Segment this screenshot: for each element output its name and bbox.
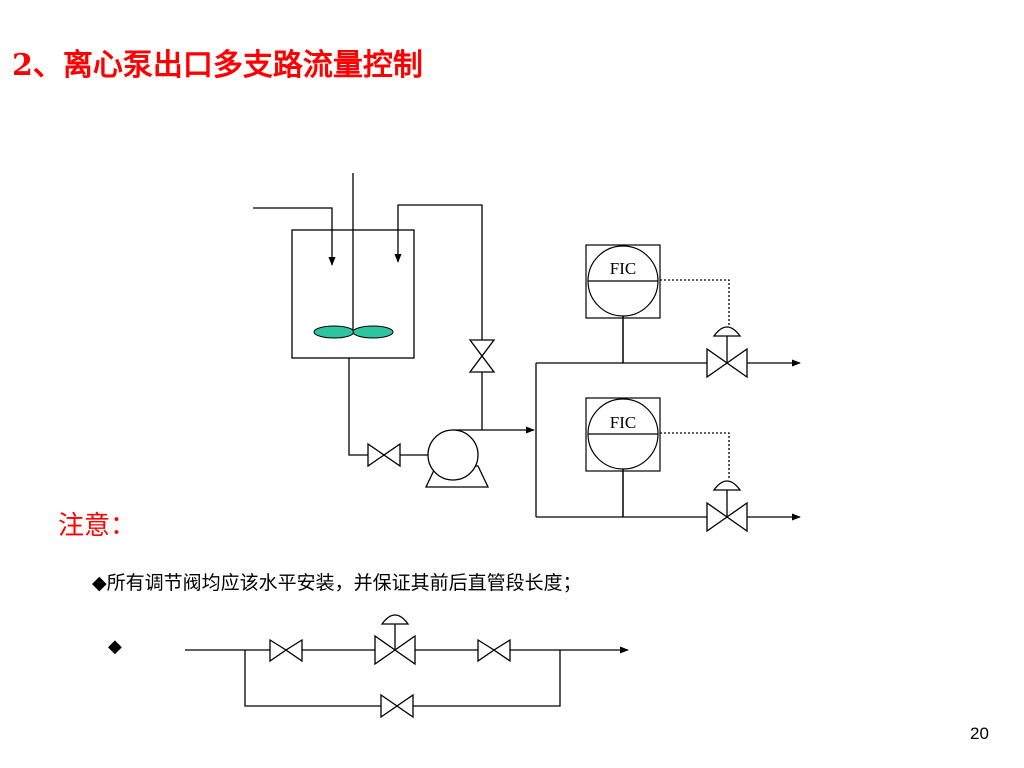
centrifugal-pump <box>424 429 490 488</box>
suction-valve <box>367 442 401 468</box>
recycle-valve <box>468 339 496 373</box>
tank-outlet-line <box>348 358 432 456</box>
bullet-symbol-2: ◆ <box>108 636 122 657</box>
slide-title: 2、离心泵出口多支路流量控制 <box>12 48 423 83</box>
bullet-text: 所有调节阀均应该水平安装，并保证其前后直管段长度； <box>106 572 582 594</box>
inlet-line-left <box>253 207 336 266</box>
bullet-item-2: ◆ <box>108 636 122 657</box>
isolation-valve-left <box>269 638 303 663</box>
bypass-valve <box>380 693 414 719</box>
signal-line-top <box>660 279 730 327</box>
fic-label-bottom: FIC <box>610 413 636 432</box>
note-title: 注意： <box>58 511 137 541</box>
bullet-item-1: ◆所有调节阀均应该水平安装，并保证其前后直管段长度； <box>92 568 582 595</box>
bypass-control-valve <box>374 614 416 666</box>
fic-instrument-top <box>585 244 661 363</box>
fic-instrument-bottom <box>585 397 661 517</box>
control-valve-top <box>706 326 748 379</box>
fic-label-top: FIC <box>610 259 636 278</box>
signal-line-bottom <box>660 432 730 480</box>
recycle-return-line <box>394 204 483 430</box>
page-number: 20 <box>970 724 989 743</box>
bypass-pipe-line <box>244 650 561 707</box>
bullet-symbol: ◆ <box>92 572 107 594</box>
isolation-valve-right <box>477 638 511 663</box>
agitator-impeller <box>313 325 394 339</box>
control-valve-bottom <box>706 480 748 533</box>
